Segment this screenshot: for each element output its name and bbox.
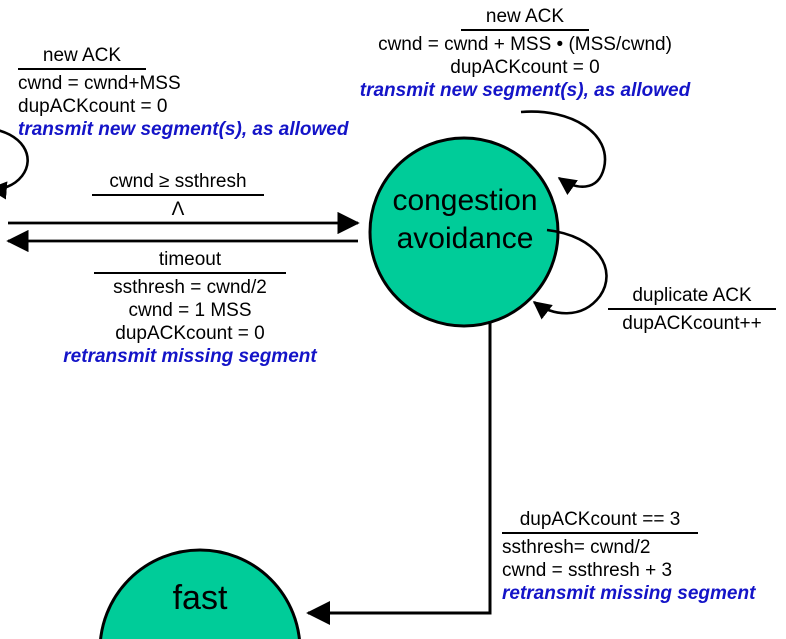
action-italic-text: transmit new segment(s), as allowed xyxy=(18,119,349,140)
edge-ca-self-loop-new-ack xyxy=(520,110,607,196)
condition-text: dupACKcount == 3 xyxy=(502,508,698,534)
action-text-line1: cwnd = cwnd+MSS xyxy=(18,73,181,94)
action-text-line1: ssthresh = cwnd/2 xyxy=(113,277,267,298)
condition-text: new ACK xyxy=(18,44,146,70)
condition-text: duplicate ACK xyxy=(608,284,776,310)
slow-start-self-loop-arc xyxy=(0,129,29,200)
condition-text: new ACK xyxy=(461,5,589,31)
action-text-line1: ssthresh= cwnd/2 xyxy=(502,537,651,558)
transition-label-ca-self-loop-new-ack: new ACK cwnd = cwnd + MSS • (MSS/cwnd) d… xyxy=(345,5,705,102)
state-fast-recovery xyxy=(99,548,301,639)
action-text-line2: dupACKcount = 0 xyxy=(18,96,168,117)
transition-label-ca-to-slowstart-timeout: timeout ssthresh = cwnd/2 cwnd = 1 MSS d… xyxy=(40,248,340,368)
action-text-line2: cwnd = 1 MSS xyxy=(128,300,252,321)
action-text-line2: dupACKcount = 0 xyxy=(450,57,600,78)
action-text-line3: dupACKcount = 0 xyxy=(115,323,265,344)
transition-label-ca-to-fast-recovery: dupACKcount == 3 ssthresh= cwnd/2 cwnd =… xyxy=(502,508,755,605)
action-italic-text: transmit new segment(s), as allowed xyxy=(359,80,691,101)
edge-ca-to-fast-recovery xyxy=(306,321,492,625)
state-congestion-avoidance xyxy=(368,136,560,328)
condition-text: cwnd ≥ ssthresh xyxy=(92,170,264,196)
condition-text: timeout xyxy=(94,248,286,274)
edge-ca-self-loop-duplicate-ack xyxy=(532,228,608,320)
action-italic-text: retransmit missing segment xyxy=(63,346,317,367)
transition-label-slow-start-self-loop: new ACK cwnd = cwnd+MSS dupACKcount = 0 … xyxy=(18,44,348,141)
action-italic-text: retransmit missing segment xyxy=(502,583,756,604)
transition-label-slowstart-to-ca: cwnd ≥ ssthresh Λ xyxy=(88,170,268,221)
action-text-line1: cwnd = cwnd + MSS • (MSS/cwnd) xyxy=(378,34,672,55)
action-text-line1: Λ xyxy=(171,199,185,220)
transition-label-ca-self-loop-duplicate-ack: duplicate ACK dupACKcount++ xyxy=(604,284,780,335)
action-text-line2: cwnd = ssthresh + 3 xyxy=(502,560,673,581)
action-text-line1: dupACKcount++ xyxy=(622,313,762,334)
